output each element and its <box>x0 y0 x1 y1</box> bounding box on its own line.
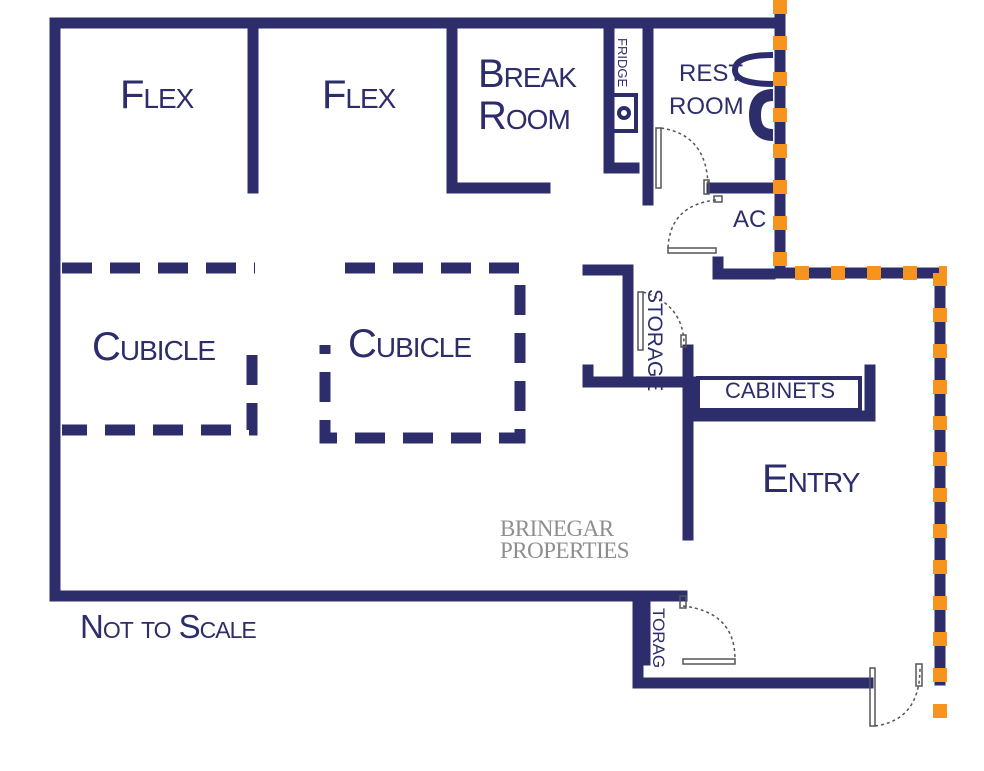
cubicle-left-outline <box>62 262 258 436</box>
room-label-ac: AC <box>733 206 767 233</box>
room-label-fridge: FRIDGE <box>615 38 630 88</box>
door-entry <box>869 663 923 727</box>
sink-icon <box>617 106 631 120</box>
door-rest-room <box>655 127 710 195</box>
cubicle-walls <box>62 262 526 444</box>
watermark: BRINEGAR PROPERTIES <box>500 516 630 563</box>
door-storage-lower <box>679 595 736 665</box>
break-room-wall <box>446 24 551 194</box>
ac-wall <box>706 182 776 280</box>
room-label-storage-upper: STORAGE <box>643 289 666 392</box>
doors <box>637 127 923 727</box>
property-boundary <box>773 0 947 725</box>
storage-lower-wall <box>639 590 688 666</box>
door-storage-upper <box>637 291 687 351</box>
room-label-rest-room-line2: ROOM <box>669 93 744 120</box>
room-label-break-room-line1: Break <box>478 52 577 96</box>
room-label-cabinets: CABINETS <box>725 378 836 403</box>
storage-upper-wall <box>582 264 686 388</box>
watermark-line1: BRINEGAR <box>500 516 614 541</box>
outer-wall-left <box>49 17 874 689</box>
fridge-wall <box>603 24 640 174</box>
door-ac <box>667 195 723 254</box>
watermark-line2: PROPERTIES <box>500 537 630 563</box>
room-label-cubicle-right: Cubicle <box>348 322 472 366</box>
scale-note: Not to Scale <box>80 608 257 645</box>
room-label-entry: Entry <box>762 457 860 501</box>
walls <box>49 0 946 689</box>
room-label-flex-right: Flex <box>322 73 396 117</box>
cabinets-wall <box>686 364 876 422</box>
fridge-box <box>610 93 638 133</box>
room-label-break-room-line2: Room <box>478 94 571 138</box>
room-label-flex-left: Flex <box>120 73 194 117</box>
cabinets-box <box>696 376 862 412</box>
toilet-icon <box>731 52 774 141</box>
cubicle-right-outline <box>319 262 526 444</box>
room-label-storage-lower: TORAG <box>649 608 668 669</box>
room-label-cubicle-left: Cubicle <box>92 325 216 369</box>
room-label-rest-room-line1: REST <box>679 60 744 87</box>
